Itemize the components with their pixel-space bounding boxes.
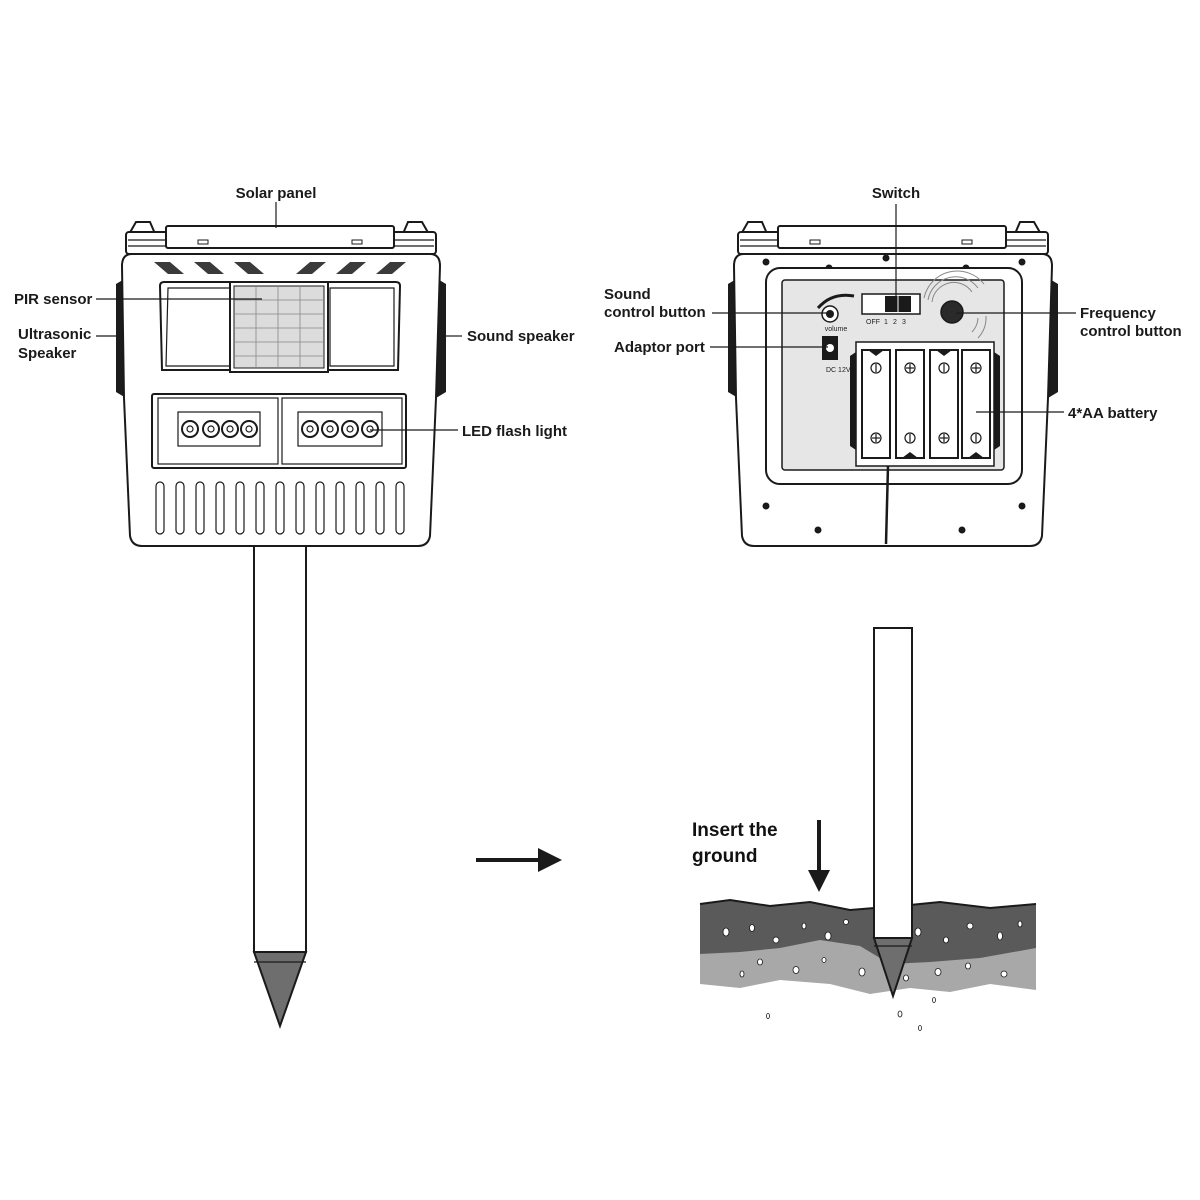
label-solar-panel: Solar panel [236,185,317,202]
led-flash-light-right [297,411,383,447]
label-sound-control-line2: control button [604,304,706,321]
front-callouts: Solar panel PIR sensor Ultrasonic Speake… [14,185,575,440]
install-view: Insert the ground [692,627,1037,1031]
switch-3-marking: 3 [902,319,906,326]
sound-control-button[interactable] [816,293,855,323]
label-ultrasonic-line2: Speaker [18,345,77,362]
front-view [116,221,446,1030]
front-bottom-grille [155,481,405,535]
back-view: volume OFF 1 2 3 DC 12V [728,221,1058,547]
soil-pebbles [722,919,1023,1031]
label-led-flash-light: LED flash light [462,423,567,440]
mode-switch[interactable] [861,293,921,315]
step-arrow [476,848,562,872]
switch-2-marking: 2 [893,319,897,326]
down-arrow-icon [808,820,830,892]
battery-cell-1 [861,349,891,459]
label-sound-speaker: Sound speaker [467,328,575,345]
front-stake-tip [252,951,308,1030]
label-pir-sensor: PIR sensor [14,291,93,308]
solar-panel [165,225,395,249]
label-adaptor-port: Adaptor port [614,339,705,356]
back-callouts: Switch Sound control button Adaptor port… [604,185,1182,422]
front-stake [253,545,307,953]
label-frequency-line1: Frequency [1080,305,1157,322]
inserted-stake-tip [872,937,914,1000]
battery-cell-3 [929,349,959,459]
front-top-vents [154,262,406,274]
label-ultrasonic-line1: Ultrasonic [18,326,91,343]
led-flash-light-left [177,411,261,447]
insert-line1: Insert the [692,820,778,841]
frequency-dial-arcs [923,270,987,339]
label-switch: Switch [872,185,920,202]
dc-marking: DC 12V [826,367,851,374]
switch-off-marking: OFF [866,319,880,326]
power-cable [884,465,890,545]
label-battery: 4*AA battery [1068,405,1158,422]
label-sound-control-line1: Sound [604,286,651,303]
label-frequency-line2: control button [1080,323,1182,340]
frequency-control-button[interactable] [940,300,964,324]
battery-cell-2 [895,349,925,459]
volume-marking: volume [825,326,848,333]
soil-dark-layer [700,900,1036,964]
battery-cell-4 [961,349,991,459]
battery-holder [850,341,1000,467]
switch-1-marking: 1 [884,319,888,326]
inserted-stake [873,627,913,939]
insert-line2: ground [692,846,757,867]
